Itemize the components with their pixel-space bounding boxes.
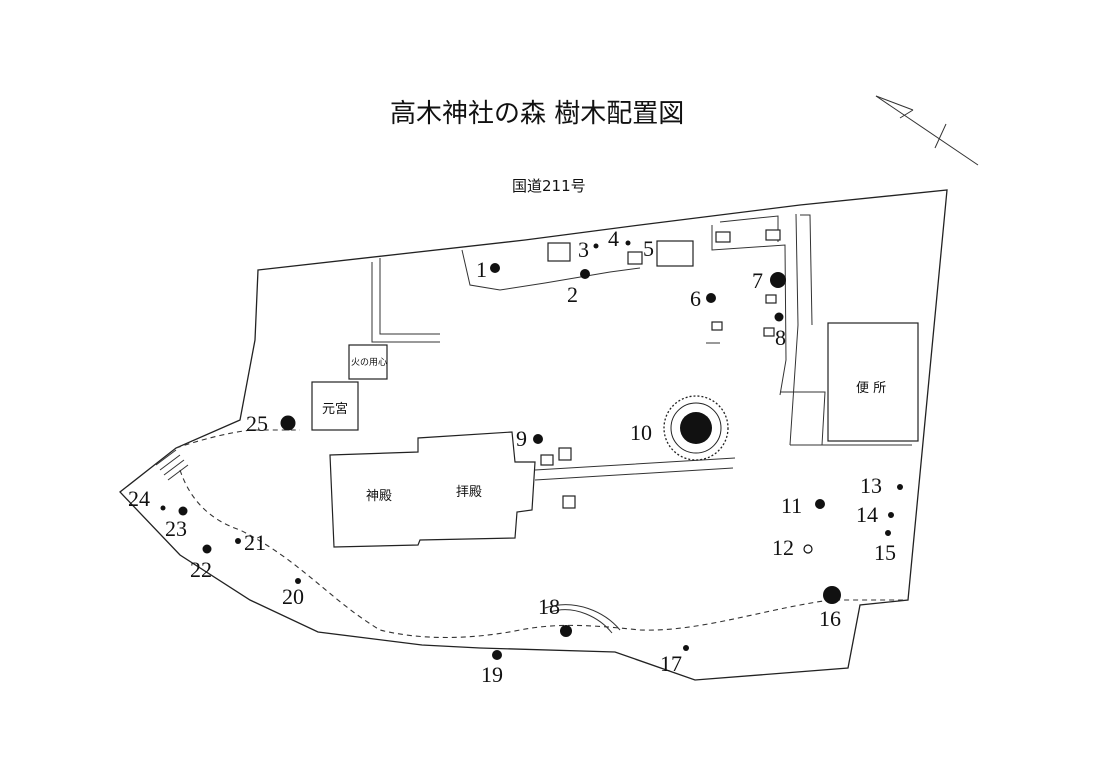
svg-text:6: 6: [690, 286, 701, 311]
road-label: 国道211号: [512, 177, 586, 195]
svg-text:3: 3: [578, 237, 589, 262]
site-boundary: [119, 189, 948, 681]
svg-text:21: 21: [244, 530, 266, 555]
svg-text:12: 12: [772, 535, 794, 560]
svg-text:1: 1: [476, 257, 487, 282]
tree-8: 8: [774, 312, 786, 350]
tree-9: 9: [516, 426, 543, 451]
tree-7: 7: [752, 268, 786, 293]
road-side-structures: [371, 213, 813, 446]
fire-caution-label: 火の用心: [351, 357, 387, 368]
svg-text:11: 11: [781, 493, 802, 518]
tree-11: 11: [781, 493, 825, 518]
tree-6: 6: [690, 286, 716, 311]
motomiya-building: [311, 381, 359, 431]
tree-21: 21: [235, 530, 266, 555]
toilet-label: 便 所: [856, 381, 886, 396]
tree-19: 19: [481, 650, 503, 687]
tree-10: 10: [630, 412, 712, 445]
tree-22: 22: [190, 544, 212, 582]
motomiya-label: 元宮: [322, 401, 348, 417]
svg-text:5: 5: [643, 236, 654, 261]
south-steps: [544, 604, 621, 634]
svg-text:14: 14: [856, 502, 878, 527]
svg-text:18: 18: [538, 594, 560, 619]
sacred-tree-fence: [663, 395, 729, 461]
svg-text:20: 20: [282, 584, 304, 609]
tree-23: 23: [165, 506, 188, 541]
svg-text:8: 8: [775, 325, 786, 350]
svg-text:7: 7: [752, 268, 763, 293]
stone-steps: [155, 449, 189, 481]
tree-12: 12: [772, 535, 813, 560]
svg-text:13: 13: [860, 473, 882, 498]
tree-5: 5: [643, 236, 654, 261]
tree-16: 16: [819, 586, 841, 631]
svg-text:22: 22: [190, 557, 212, 582]
tree-18: 18: [538, 594, 572, 637]
tree-14: 14: [856, 502, 894, 527]
south-slope-line: [179, 469, 905, 639]
tree-15: 15: [874, 530, 896, 565]
svg-text:4: 4: [608, 226, 619, 251]
map-title: 高木神社の森 樹木配置図: [390, 99, 684, 129]
svg-text:19: 19: [481, 662, 503, 687]
trees: 1 2 3 4 5 6 7 8 9 10 11 12 13 14 15 16 1…: [128, 226, 903, 687]
tree-4: 4: [608, 226, 631, 251]
main-shrine-building: [329, 431, 536, 548]
svg-text:15: 15: [874, 540, 896, 565]
honden-label: 神殿: [366, 489, 392, 504]
tree-3: 3: [578, 237, 599, 262]
tree-13: 13: [860, 473, 903, 498]
fire-caution-sign: [348, 344, 388, 380]
toilet-walls: [780, 391, 912, 446]
tree-25: 25: [246, 411, 296, 436]
svg-text:2: 2: [567, 282, 578, 307]
svg-text:9: 9: [516, 426, 527, 451]
tree-17: 17: [660, 645, 689, 676]
tree-1: 1: [476, 257, 500, 282]
tree-2: 2: [567, 269, 590, 307]
svg-text:24: 24: [128, 486, 150, 511]
toilet-building: [827, 322, 919, 442]
haiden-label: 拝殿: [456, 485, 482, 500]
west-path: [175, 429, 300, 449]
svg-text:25: 25: [246, 411, 268, 436]
tree-20: 20: [282, 578, 304, 609]
svg-text:16: 16: [819, 606, 841, 631]
svg-text:23: 23: [165, 516, 187, 541]
east-corridor: [534, 457, 736, 481]
svg-text:17: 17: [660, 651, 682, 676]
svg-text:10: 10: [630, 420, 652, 445]
tree-24: 24: [128, 486, 166, 511]
north-arrow-icon: [875, 95, 979, 166]
